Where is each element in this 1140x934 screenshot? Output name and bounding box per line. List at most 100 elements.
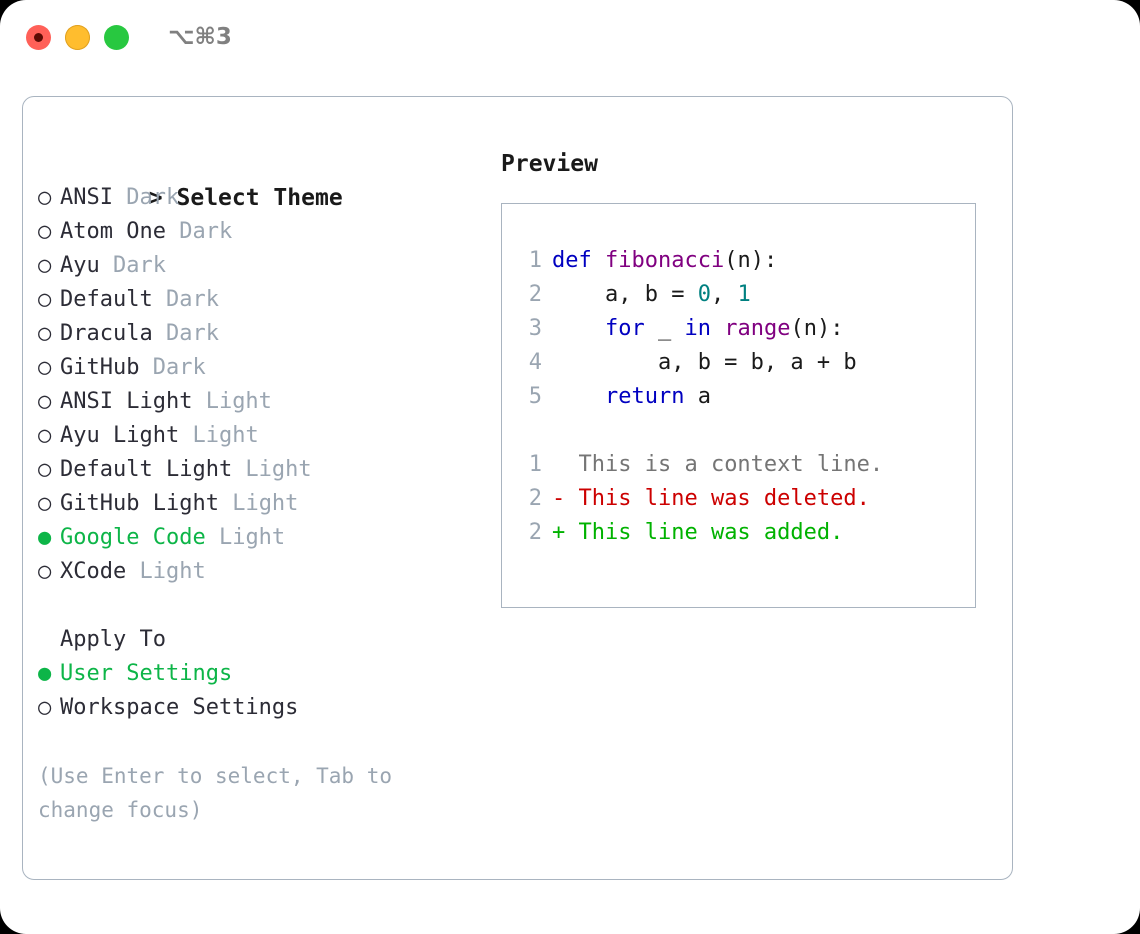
radio-unselected-icon: ○ [38,423,52,448]
theme-option-label: GitHub [60,355,140,380]
theme-option-variant-tag: Dark [152,287,219,312]
theme-option-label: Default [60,287,153,312]
theme-option-variant-tag: Light [192,389,272,414]
code-token: a [684,384,711,409]
line-number: 3 [528,316,542,341]
theme-option-label: GitHub Light [60,491,219,516]
diff-text: This line was added. [565,520,844,545]
line-number: 4 [528,350,542,375]
preview-column: Preview 1 def fibonacci (n): 2 a, b = 0, 1 3… [501,147,1001,608]
code-line: 3 for _ in range(n): [516,312,975,346]
theme-option-variant-tag: Light [218,491,299,516]
apply-to-option-list: ● User Settings ○Workspace Settings [38,657,488,725]
code-token: , [710,282,738,307]
keyboard-hint-line-1: (Use Enter to select, Tab to [38,764,393,788]
preview-heading: Preview [501,151,598,177]
theme-option-ansi-light[interactable]: ○ANSI Light Light [38,385,488,419]
theme-option-label: XCode [60,559,127,584]
maximize-button[interactable] [104,25,129,50]
diff-marker [552,452,565,477]
radio-unselected-icon: ○ [38,287,52,312]
theme-option-dracula[interactable]: ○ Dracula Dark [38,317,488,351]
theme-option-ansi[interactable]: ○ ANSI Dark [38,181,488,215]
line-number: 2 [528,520,542,545]
theme-option-github-light[interactable]: ○ GitHub Light Light [38,487,488,521]
radio-unselected-icon: ○ [38,559,52,584]
window-controls [26,25,129,50]
code-token: (n): [790,316,844,341]
radio-unselected-icon: ○ [38,219,52,244]
theme-option-atom-one[interactable]: ○ Atom One Dark [38,215,488,249]
theme-option-xcode[interactable]: ○XCode Light [38,555,488,589]
focus-caret-icon: > [148,185,163,211]
theme-option-variant-tag: Dark [139,355,206,380]
hint-spacer [38,725,488,759]
diff-marker: + [552,520,566,545]
code-token: def [552,248,605,273]
close-button[interactable] [26,25,51,50]
theme-option-github[interactable]: ○ GitHub Dark [38,351,488,385]
diff-line: 2 + This line was added. [516,516,975,550]
radio-unselected-icon: ○ [38,491,52,516]
diff-text: This line was deleted. [565,486,870,511]
title-bar: ⌥⌘3 [0,0,1140,76]
minimize-button[interactable] [65,25,90,50]
apply-option-user-settings[interactable]: ● User Settings [38,657,488,691]
line-number: 5 [528,384,542,409]
theme-option-ayu-light[interactable]: ○Ayu Light Light [38,419,488,453]
keyboard-shortcut-label: ⌥⌘3 [168,24,232,50]
diff-text: This is a context line. [565,452,884,477]
radio-unselected-icon: ○ [38,253,52,278]
theme-option-default-light[interactable]: ○Default Light Light [38,453,488,487]
apply-option-label: User Settings [60,661,233,686]
code-token: fibonacci [604,248,725,273]
theme-option-variant-tag: Light [179,423,259,448]
line-number: 1 [528,248,542,273]
radio-selected-icon: ● [38,525,52,550]
radio-unselected-icon: ○ [38,355,52,380]
theme-option-variant-tag: Light [232,457,312,482]
radio-selected-icon: ● [38,661,52,686]
keyboard-hint: (Use Enter to select, Tab to change focu… [38,759,448,827]
select-theme-heading-label: Select Theme [176,185,343,211]
code-token [552,316,605,341]
section-spacer [38,589,488,623]
line-number: 2 [528,282,542,307]
theme-option-google-code[interactable]: ●Google Code Light [38,521,488,555]
radio-unselected-icon: ○ [38,695,52,720]
theme-option-label: ANSI Light [60,389,193,414]
line-number: 1 [528,452,542,477]
code-token [552,384,605,409]
theme-option-variant-tag: Dark [152,321,219,346]
theme-option-default[interactable]: ○ Default Dark [38,283,488,317]
theme-option-label: Dracula [60,321,153,346]
code-token: in [684,316,711,341]
radio-unselected-icon: ○ [38,457,52,482]
code-line: 5 return a [516,380,975,414]
theme-option-label: Ayu [60,253,100,278]
theme-option-label: ANSI [60,185,113,210]
radio-unselected-icon: ○ [38,185,52,210]
diff-line: 2- This line was deleted. [516,482,975,516]
code-token: return [604,384,685,409]
diff-sample: 1 This is a context line.2- This line wa… [516,448,975,550]
code-token: a, b = b, a + b [552,350,857,375]
preview-box: 1 def fibonacci (n): 2 a, b = 0, 1 3 for _ i… [501,203,976,608]
theme-option-variant-tag: Dark [112,185,180,210]
theme-option-variant-tag: Dark [165,219,233,244]
apply-option-workspace-settings[interactable]: ○Workspace Settings [38,691,488,725]
theme-option-variant-tag: Light [205,525,286,550]
code-token: a, b = [552,282,698,307]
theme-option-label: Atom One [60,219,166,244]
content-panel: > Select Theme ○ANSI Dark○Atom One Dark○… [22,96,1013,880]
theme-option-ayu[interactable]: ○ Ayu Dark [38,249,488,283]
keyboard-hint-line-2: change focus) [38,798,203,822]
radio-unselected-icon: ○ [38,321,52,346]
apply-to-heading: Apply To [60,627,166,652]
theme-option-variant-tag: Dark [99,253,166,278]
code-token: range [724,316,791,341]
code-token: 0 [697,282,711,307]
diff-line: 1 This is a context line. [516,448,975,482]
